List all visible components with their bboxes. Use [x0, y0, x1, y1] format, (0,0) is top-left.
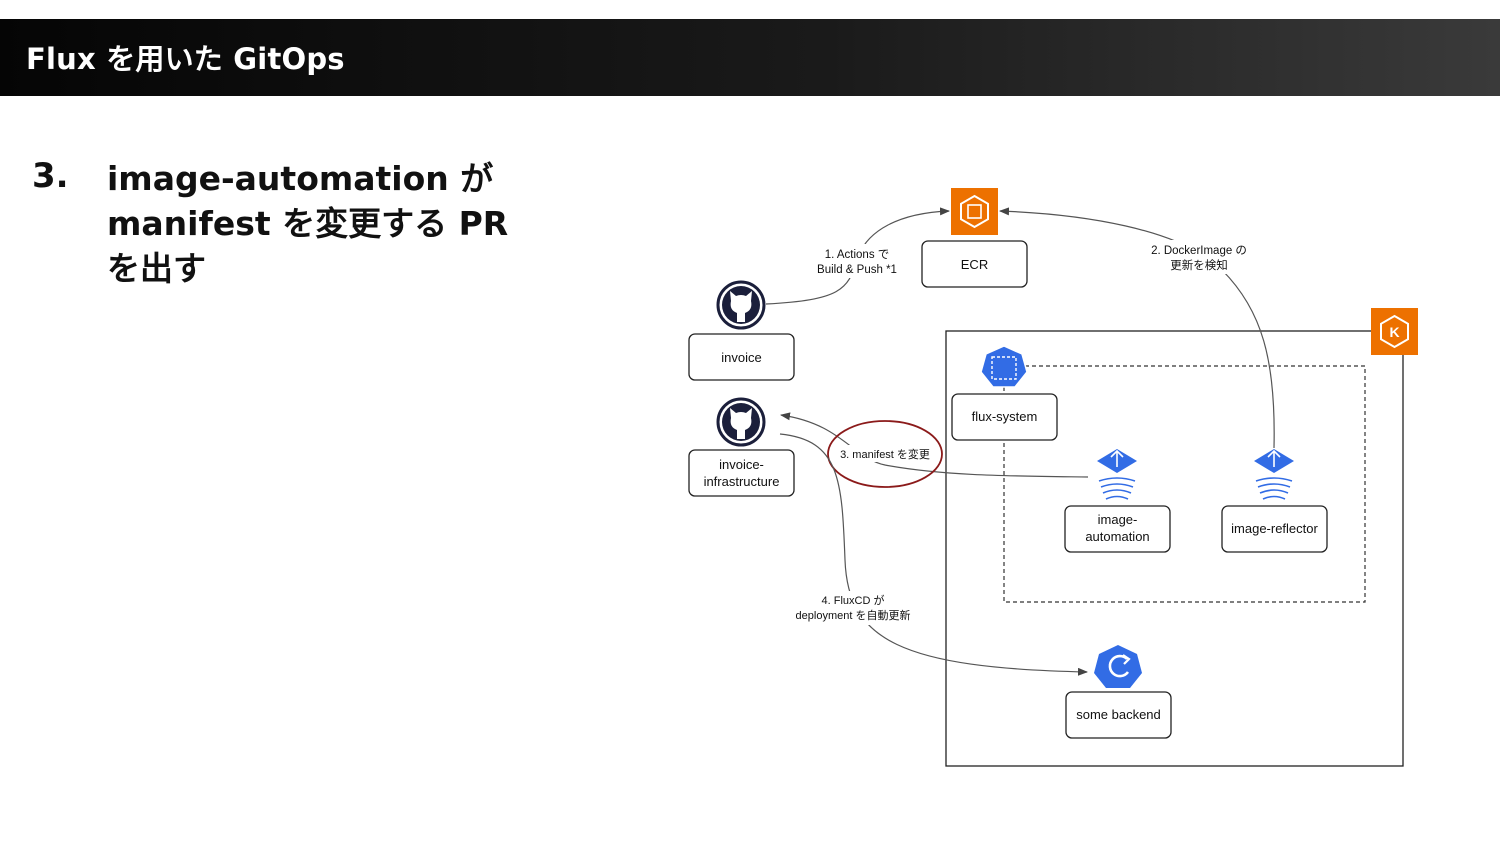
- edge-fluxcd-update-label-line-2: deployment を自動更新: [796, 608, 911, 622]
- slide-header: Flux を用いた GitOps: [0, 19, 1500, 96]
- image-automation-label-line-2: automation: [1085, 529, 1149, 544]
- edge-fluxcd-update: [779, 433, 1088, 676]
- step-line-2: manifest を変更する PR: [107, 204, 509, 243]
- github-icon: [716, 280, 766, 330]
- eks-icon: K: [1371, 308, 1418, 355]
- invoice-infrastructure-label-line-1: invoice-: [719, 457, 764, 472]
- flux-icon: [1097, 449, 1137, 500]
- invoice-infrastructure-label-line-2: infrastructure: [704, 474, 780, 489]
- image-reflector-node: [1221, 505, 1328, 553]
- edge-build-push-label-line-2: Build & Push *1: [817, 264, 897, 276]
- edge-build-push-label-bg: [806, 244, 906, 278]
- ecr-label: ECR: [961, 257, 988, 272]
- edge-fluxcd-update-label-bg: [790, 591, 918, 625]
- flux-system-node: [951, 393, 1058, 441]
- flux-system-namespace-boundary: [1003, 365, 1366, 603]
- edge-fluxcd-update-label-line-1: 4. FluxCD が: [822, 593, 885, 607]
- slide-title: Flux を用いた GitOps: [26, 42, 345, 76]
- github-icon: [716, 397, 766, 447]
- svg-text:K: K: [1389, 324, 1399, 340]
- invoice-label: invoice: [721, 350, 761, 365]
- edge-manifest-change-label-bg: [834, 445, 936, 462]
- image-automation-label-line-1: image-: [1098, 512, 1138, 527]
- ecr-icon: [951, 188, 998, 235]
- edge-docker-image-label-line-1: 2. DockerImage の: [1151, 245, 1247, 257]
- ecr-node: [921, 240, 1028, 288]
- image-reflector-label: image-reflector: [1231, 521, 1318, 536]
- flux-system-label: flux-system: [972, 409, 1038, 424]
- edge-manifest-change: [780, 412, 1089, 478]
- step-description: image-automation が manifest を変更する PR を出す: [107, 156, 567, 291]
- step-line-3: を出す: [107, 249, 206, 288]
- edge-docker-image-label-line-2: 更新を検知: [1170, 258, 1228, 272]
- kubernetes-deployment-icon: [1094, 645, 1142, 688]
- flux-icon: [1254, 449, 1294, 500]
- some-backend-label: some backend: [1076, 707, 1161, 722]
- eks-cluster-boundary: [945, 330, 1404, 767]
- image-automation-node: [1064, 505, 1171, 553]
- edge-docker-image-label-bg: [1143, 240, 1255, 274]
- highlight-circle: [827, 420, 943, 488]
- kubernetes-namespace-icon: [980, 345, 1028, 388]
- step-number: 3.: [32, 156, 69, 196]
- step-line-1: image-automation が: [107, 159, 494, 198]
- edge-build-push-label-line-1: 1. Actions で: [825, 249, 890, 261]
- edge-manifest-change-label: 3. manifest を変更: [840, 447, 930, 461]
- invoice-node: [688, 333, 795, 381]
- invoice-infrastructure-node: [688, 449, 795, 497]
- some-backend-node: [1065, 691, 1172, 739]
